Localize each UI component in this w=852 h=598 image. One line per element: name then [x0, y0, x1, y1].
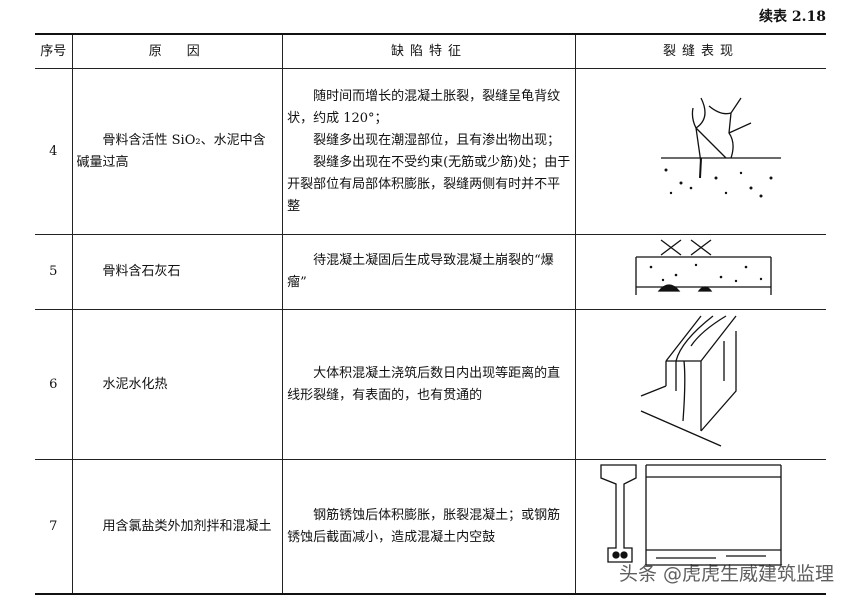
row-cause: 水泥水化热 — [71, 309, 284, 460]
thermal-crack-icon — [640, 314, 737, 447]
table-row: 7 用含氯盐类外加剂拌和混凝土 钢筋锈蚀后体积膨胀，胀裂混凝土；或钢筋锈蚀后截面… — [35, 459, 826, 595]
table-row: 4 骨料含活性 SiO₂、水泥中含碱量过高 随时间而增长的混凝土胀裂，裂缝呈龟背… — [35, 68, 826, 235]
table-caption: 续表 2.18 — [759, 9, 826, 25]
feature-line: 大体积混凝土浇筑后数日内出现等距离的直线形裂缝，有表面的，也有贯通的 — [287, 365, 561, 403]
row-features: 随时间而增长的混凝土胀裂，裂缝呈龟背纹状，约成 120°； 裂缝多出现在潮湿部位… — [282, 68, 576, 235]
row-cause: 用含氯盐类外加剂拌和混凝土 — [71, 459, 284, 595]
popout-icon — [635, 239, 772, 295]
table-row: 6 水泥水化热 大体积混凝土浇筑后数日内出现等距离的直线形裂缝，有表面的，也有贯… — [35, 309, 826, 460]
header-figure: 裂缝表现 — [575, 33, 826, 69]
row-features: 大体积混凝土浇筑后数日内出现等距离的直线形裂缝，有表面的，也有贯通的 — [282, 309, 576, 460]
feature-line: 待混凝土凝固后生成导致混凝土崩裂的“爆瘤” — [287, 253, 554, 290]
row-figure — [575, 459, 826, 595]
table-row: 5 骨料含石灰石 待混凝土凝固后生成导致混凝土崩裂的“爆瘤” — [35, 234, 826, 310]
feature-line: 随时间而增长的混凝土胀裂，裂缝呈龟背纹状，约成 120°； — [287, 88, 561, 126]
feature-line: 裂缝多出现在不受约束(无筋或少筋)处；由于开裂部位有局部体积膨胀，裂缝两侧有时并… — [287, 154, 571, 214]
header-row: 序号 原 因 缺陷特征 裂缝表现 — [35, 33, 826, 69]
watermark: 头条 @虎虎生威建筑监理 — [618, 563, 834, 585]
rebar-corrosion-icon — [600, 464, 782, 566]
row-figure — [575, 309, 826, 460]
row-features: 待混凝土凝固后生成导致混凝土崩裂的“爆瘤” — [282, 234, 576, 310]
row-no: 7 — [35, 459, 73, 595]
row-cause: 骨料含活性 SiO₂、水泥中含碱量过高 — [71, 68, 284, 235]
feature-line: 裂缝多出现在潮湿部位，且有渗出物出现； — [313, 132, 561, 148]
feature-line: 钢筋锈蚀后体积膨胀，胀裂混凝土；或钢筋锈蚀后截面减小，造成混凝土内空鼓 — [287, 507, 561, 545]
row-figure — [575, 234, 826, 310]
map-cracking-icon — [661, 97, 781, 197]
row-no: 5 — [35, 234, 73, 310]
crack-table: 序号 原 因 缺陷特征 裂缝表现 4 骨料含活性 SiO₂、水泥中含碱量过高 随… — [35, 33, 826, 595]
header-cause: 原 因 — [71, 33, 284, 69]
row-no: 4 — [35, 68, 73, 235]
row-cause: 骨料含石灰石 — [71, 234, 284, 310]
header-no: 序号 — [35, 33, 73, 69]
row-figure — [575, 68, 826, 235]
header-features: 缺陷特征 — [282, 33, 576, 69]
row-features: 钢筋锈蚀后体积膨胀，胀裂混凝土；或钢筋锈蚀后截面减小，造成混凝土内空鼓 — [282, 459, 576, 595]
row-no: 6 — [35, 309, 73, 460]
